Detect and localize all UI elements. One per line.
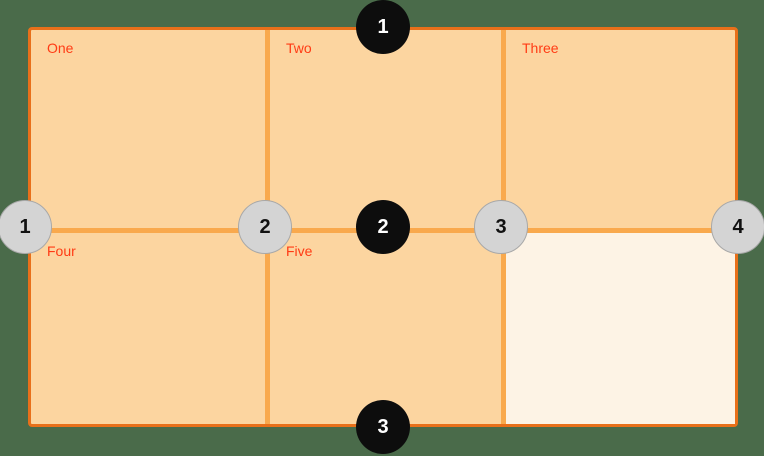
grid-cell-empty[interactable] [506,233,735,424]
grid-cell-three[interactable]: Three [506,30,735,227]
column-marker-2[interactable]: 2 [238,200,292,254]
grid-cell-label: One [47,40,74,56]
grid-cell-label: Two [286,40,312,56]
column-marker-label: 1 [19,215,31,238]
row-marker-3[interactable]: 3 [356,400,410,454]
row-marker-label: 3 [377,415,389,438]
row-marker-1[interactable]: 1 [356,0,410,54]
grid-cell-five[interactable]: Five [270,233,501,424]
grid-cell-two[interactable]: Two [270,30,501,227]
row-marker-label: 1 [377,15,389,38]
grid-cell-one[interactable]: One [31,30,265,227]
grid-cell-label: Three [522,40,559,56]
column-marker-1[interactable]: 1 [0,200,52,254]
grid-cell-four[interactable]: Four [31,233,265,424]
column-marker-3[interactable]: 3 [474,200,528,254]
column-marker-label: 4 [732,215,744,238]
column-marker-label: 3 [495,215,507,238]
column-marker-label: 2 [259,215,271,238]
row-marker-2[interactable]: 2 [356,200,410,254]
column-marker-4[interactable]: 4 [711,200,764,254]
row-marker-label: 2 [377,215,389,238]
grid-cell-label: Four [47,243,76,259]
grid-cell-label: Five [286,243,313,259]
